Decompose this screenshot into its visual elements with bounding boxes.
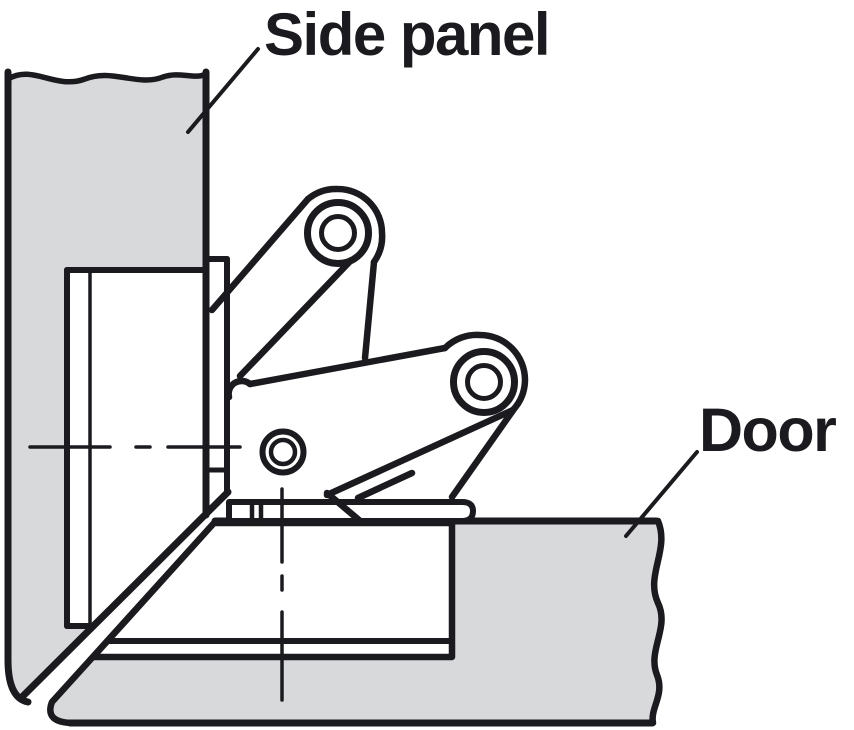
lower-arm-cup-connector [323, 489, 363, 524]
miter-joint-line [17, 488, 232, 702]
lower-arm-head-cap [441, 331, 529, 414]
pivot-right-inner-ring [465, 363, 503, 401]
lower-arm-top-edge [246, 344, 449, 388]
side-panel-leader-line [186, 47, 260, 134]
pivot-cup-inner-ring [268, 437, 298, 467]
pivot-right [450, 348, 518, 416]
side-panel-torn-edge [5, 71, 209, 85]
cup-cavity [89, 519, 456, 661]
lower-arm-left-cap [225, 377, 254, 401]
side-panel-body [8, 74, 206, 694]
side-panel-outer-face [4, 68, 32, 706]
pivot-top [304, 199, 372, 267]
lower-arm-bottom-edge [323, 406, 517, 499]
upper-arm-inner-edge [236, 249, 362, 380]
pivot-top-inner-ring [319, 214, 357, 252]
door-leader-line [624, 450, 699, 538]
upper-arm-right-edge [361, 258, 378, 362]
lower-arm [225, 331, 529, 524]
hinge-cup [89, 519, 456, 661]
mounting-plate [205, 256, 230, 494]
side-panel [4, 68, 210, 706]
lower-arm-steep-edge [448, 405, 518, 501]
side-panel-label: Side panel [264, 1, 551, 68]
upper-arm-head-cap [304, 185, 386, 266]
lower-arm-inner-bottom-edge [354, 469, 416, 502]
upper-arm-left-edge [208, 195, 312, 314]
upper-arm [208, 185, 386, 380]
pivot-cup [259, 428, 307, 476]
door-label: Door [699, 396, 837, 464]
